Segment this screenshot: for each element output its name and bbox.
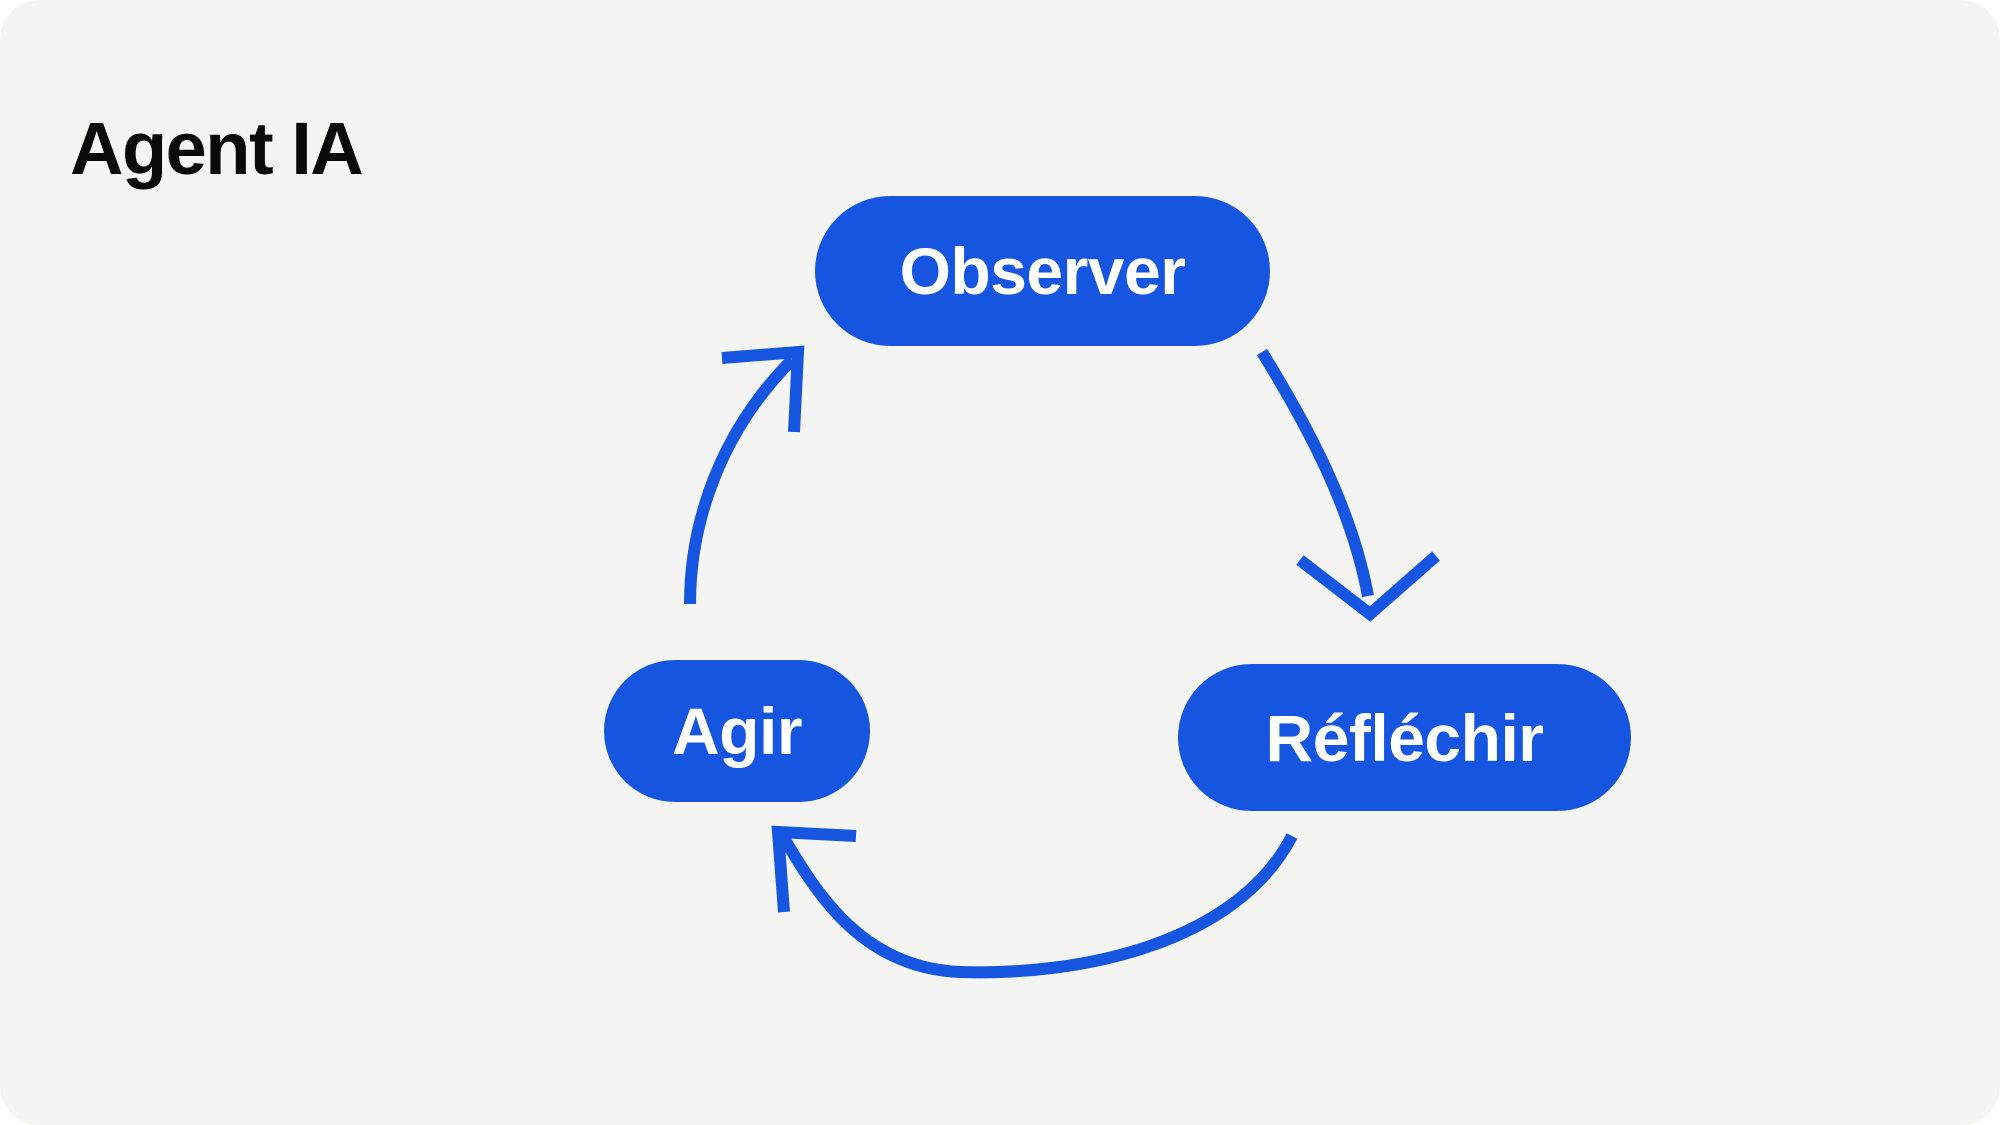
page-title: Agent IA: [70, 106, 364, 190]
arrowhead-chevron-left: [771, 825, 857, 913]
arrowhead-chevron-up: [721, 345, 805, 433]
arrowhead-chevron-down: [1296, 551, 1440, 622]
arrow-shaft: [778, 833, 1298, 979]
node-reflechir-label: Réfléchir: [1265, 700, 1544, 775]
node-observer[interactable]: Observer: [815, 196, 1270, 346]
arrow-agir-to-observer: [684, 345, 805, 605]
arrow-observer-to-reflechir: [1256, 348, 1440, 622]
node-agir-label: Agir: [672, 694, 803, 768]
node-observer-label: Observer: [899, 234, 1186, 308]
arrow-shaft: [684, 355, 797, 605]
node-agir[interactable]: Agir: [604, 660, 870, 802]
node-reflechir[interactable]: Réfléchir: [1178, 664, 1631, 811]
arrow-reflechir-to-agir: [771, 825, 1298, 979]
arrow-shaft: [1256, 348, 1374, 598]
